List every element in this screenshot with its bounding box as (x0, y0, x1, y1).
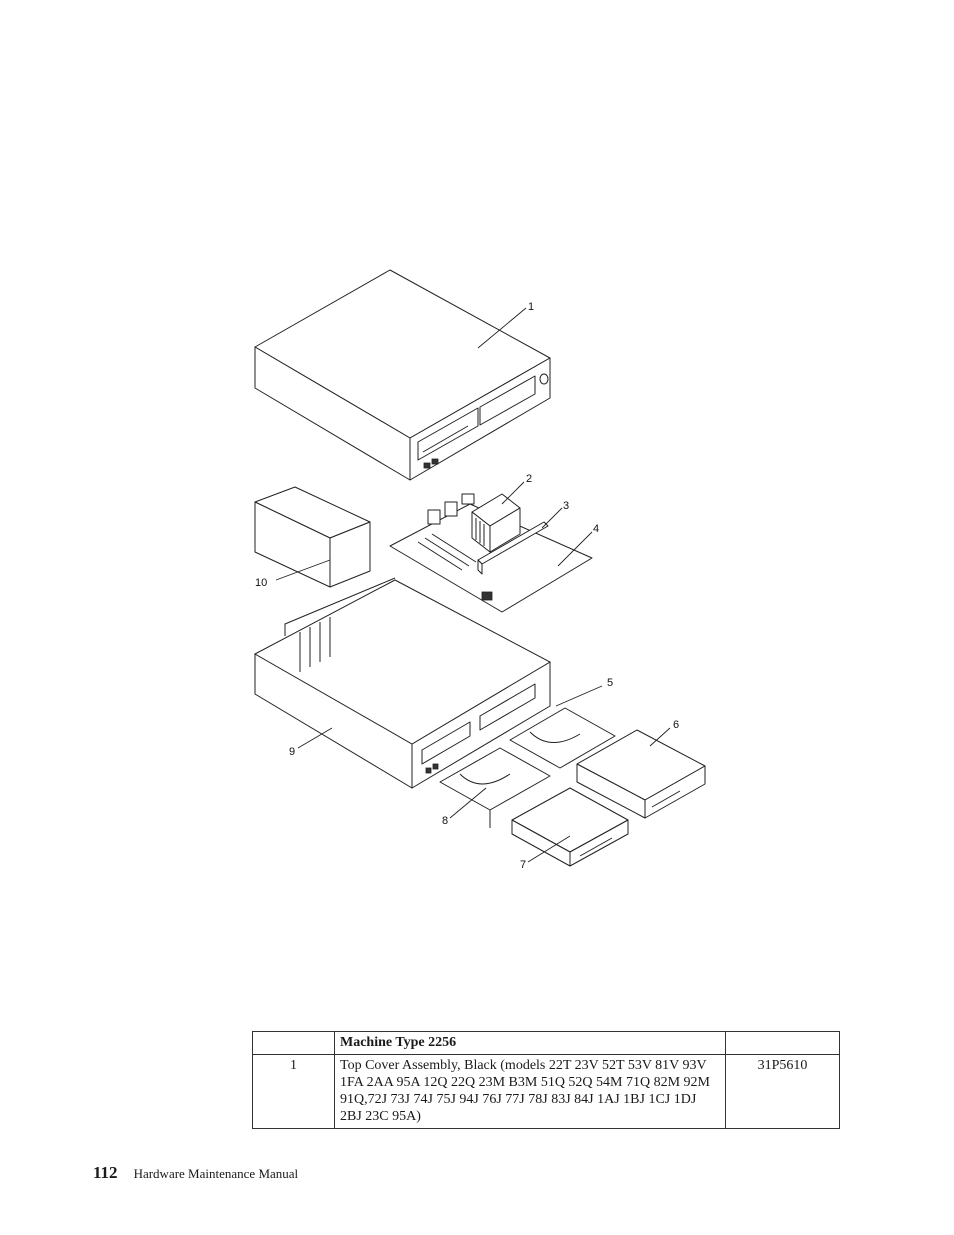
part-diskette-drive (511, 787, 629, 867)
callout-6: 6 (673, 719, 679, 731)
callout-2: 2 (526, 473, 532, 485)
part-drive-bracket-lower (439, 747, 551, 828)
part-optical-drive (576, 729, 706, 819)
header-index (252, 1031, 335, 1055)
part-heatsink (471, 493, 521, 553)
callout-1: 1 (528, 301, 534, 313)
callout-3: 3 (563, 500, 569, 512)
parts-listing-table: Machine Type 2256 1 Top Cover Assembly, … (252, 1031, 840, 1129)
table-header-row: Machine Type 2256 (252, 1031, 840, 1055)
callout-10: 10 (255, 577, 267, 589)
part-drive-bracket-upper (509, 707, 616, 769)
part-memory-module (477, 521, 549, 575)
callout-7: 7 (520, 859, 526, 871)
row-index: 1 (252, 1054, 335, 1129)
manual-title: Hardware Maintenance Manual (133, 1166, 299, 1181)
callout-5: 5 (607, 677, 613, 689)
callout-4: 4 (593, 523, 599, 535)
exploded-parts-diagram: 1 2 3 4 5 6 7 8 9 10 (240, 262, 720, 874)
row-description: Top Cover Assembly, Black (models 22T 23… (334, 1054, 726, 1129)
header-machine-type: Machine Type 2256 (334, 1031, 726, 1055)
part-chassis (253, 577, 552, 789)
callout-9: 9 (289, 746, 295, 758)
part-power-supply (254, 486, 371, 588)
page-footer: 112 Hardware Maintenance Manual (93, 1163, 298, 1183)
row-fru-number: 31P5610 (725, 1054, 840, 1129)
header-fru (725, 1031, 840, 1055)
page-number: 112 (93, 1163, 118, 1182)
part-top-cover (254, 269, 551, 481)
table-row: 1 Top Cover Assembly, Black (models 22T … (252, 1054, 840, 1129)
callout-8: 8 (442, 815, 448, 827)
